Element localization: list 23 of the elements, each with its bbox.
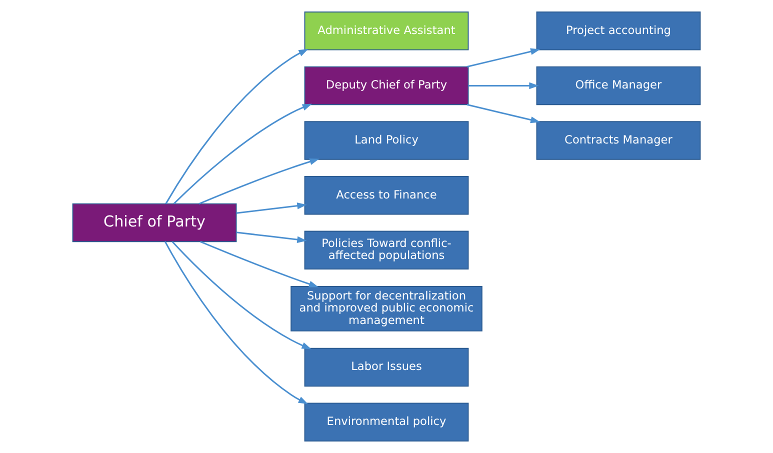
arrow [165, 48, 308, 204]
node-box: Labor Issues [304, 348, 469, 387]
arrow [466, 104, 540, 124]
node-box: Project accounting [536, 12, 701, 50]
arrow [466, 48, 540, 68]
node-box: Environmental policy [304, 402, 469, 442]
arrow [172, 241, 312, 350]
arrow [198, 158, 320, 204]
node-box: Land Policy [304, 121, 469, 160]
node-box: Access to Finance [304, 176, 469, 215]
node-box: Administrative Assistant [304, 12, 469, 50]
arrow [173, 104, 312, 204]
node-box: Contracts Manager [536, 121, 701, 160]
node-box: Chief of Party [72, 203, 237, 242]
arrow [468, 82, 539, 90]
node-box: Deputy Chief of Party [304, 66, 469, 106]
node-box: Office Manager [536, 66, 701, 106]
arrow [236, 202, 307, 214]
node-box: Policies Toward conflic-affected populations [304, 230, 469, 270]
arrow [164, 241, 308, 404]
arrow [236, 232, 307, 243]
node-box: Support for decentralization and improved public economic management [290, 286, 482, 332]
arrow [200, 241, 319, 288]
